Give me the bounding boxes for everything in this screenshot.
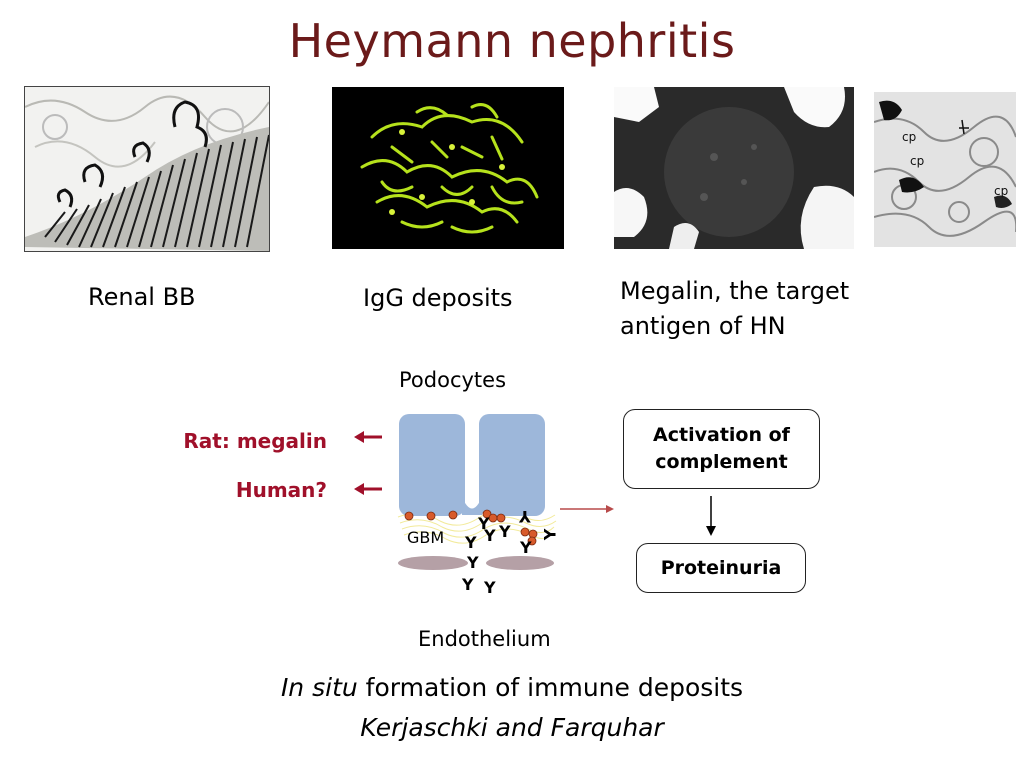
- proteinuria-box: Proteinuria: [636, 543, 806, 593]
- cp-label-3: cp: [994, 184, 1009, 198]
- endothelium-right: [486, 556, 554, 570]
- endothelium-label: Endothelium: [418, 627, 551, 651]
- slide-title: Heymann nephritis: [288, 14, 736, 68]
- igg-deposits-caption: IgG deposits: [363, 284, 513, 312]
- antibody-y-1: Y: [465, 533, 477, 552]
- diagram-graphics: [354, 414, 614, 570]
- activation-of-complement-box: Activation of complement: [623, 409, 820, 489]
- endothelium-left: [398, 556, 468, 570]
- gbm-label: GBM: [407, 528, 445, 547]
- megalin-caption-line-2: antigen of HN: [620, 312, 786, 340]
- renal-bb-micrograph: [24, 86, 270, 252]
- antibody-y-2: Y: [467, 553, 479, 572]
- human-label: Human?: [235, 478, 327, 502]
- antibody-y-8: Y: [520, 538, 532, 557]
- in-situ-rest: formation of immune deposits: [357, 673, 744, 702]
- podocytes-label: Podocytes: [399, 368, 507, 392]
- pathway-arrow: [560, 505, 614, 513]
- megalin-micrograph: [614, 87, 854, 249]
- rat-megalin-label: Rat: megalin: [183, 429, 327, 453]
- antibody-y-6: Y: [484, 526, 496, 545]
- electron-micrograph: cp cp cp: [874, 92, 1016, 247]
- antibody-y-9: Y: [519, 507, 531, 526]
- antibody-y-7: Y: [499, 522, 511, 541]
- down-arrow: [706, 496, 716, 536]
- cp-label-2: cp: [910, 154, 925, 168]
- renal-bb-caption: Renal BB: [88, 283, 196, 311]
- podocyte-right: [479, 414, 545, 516]
- activation-line-2: complement: [655, 451, 788, 473]
- red-arrow-human: [354, 483, 382, 495]
- igg-deposits-micrograph: [332, 87, 564, 249]
- cp-label-1: cp: [902, 130, 917, 144]
- in-situ-italic: In situ: [280, 673, 358, 702]
- activation-line-1: Activation of: [653, 424, 790, 447]
- antibody-y-5: Y: [478, 514, 490, 533]
- antibody-y-10: Y: [540, 528, 560, 541]
- megalin-caption: Megalin, the target antigen of HN: [620, 274, 849, 344]
- red-arrow-rat: [354, 431, 382, 443]
- antibody-y-3: Y: [462, 575, 474, 594]
- antibody-y-4: Y: [484, 578, 496, 597]
- immune-deposits: [404, 509, 538, 546]
- podocyte-left: [399, 414, 465, 516]
- authors-line: Kerjaschki and Farquhar: [360, 713, 664, 742]
- megalin-caption-line-1: Megalin, the target: [620, 277, 850, 305]
- in-situ-line: In situ formation of immune deposits: [0, 673, 1024, 702]
